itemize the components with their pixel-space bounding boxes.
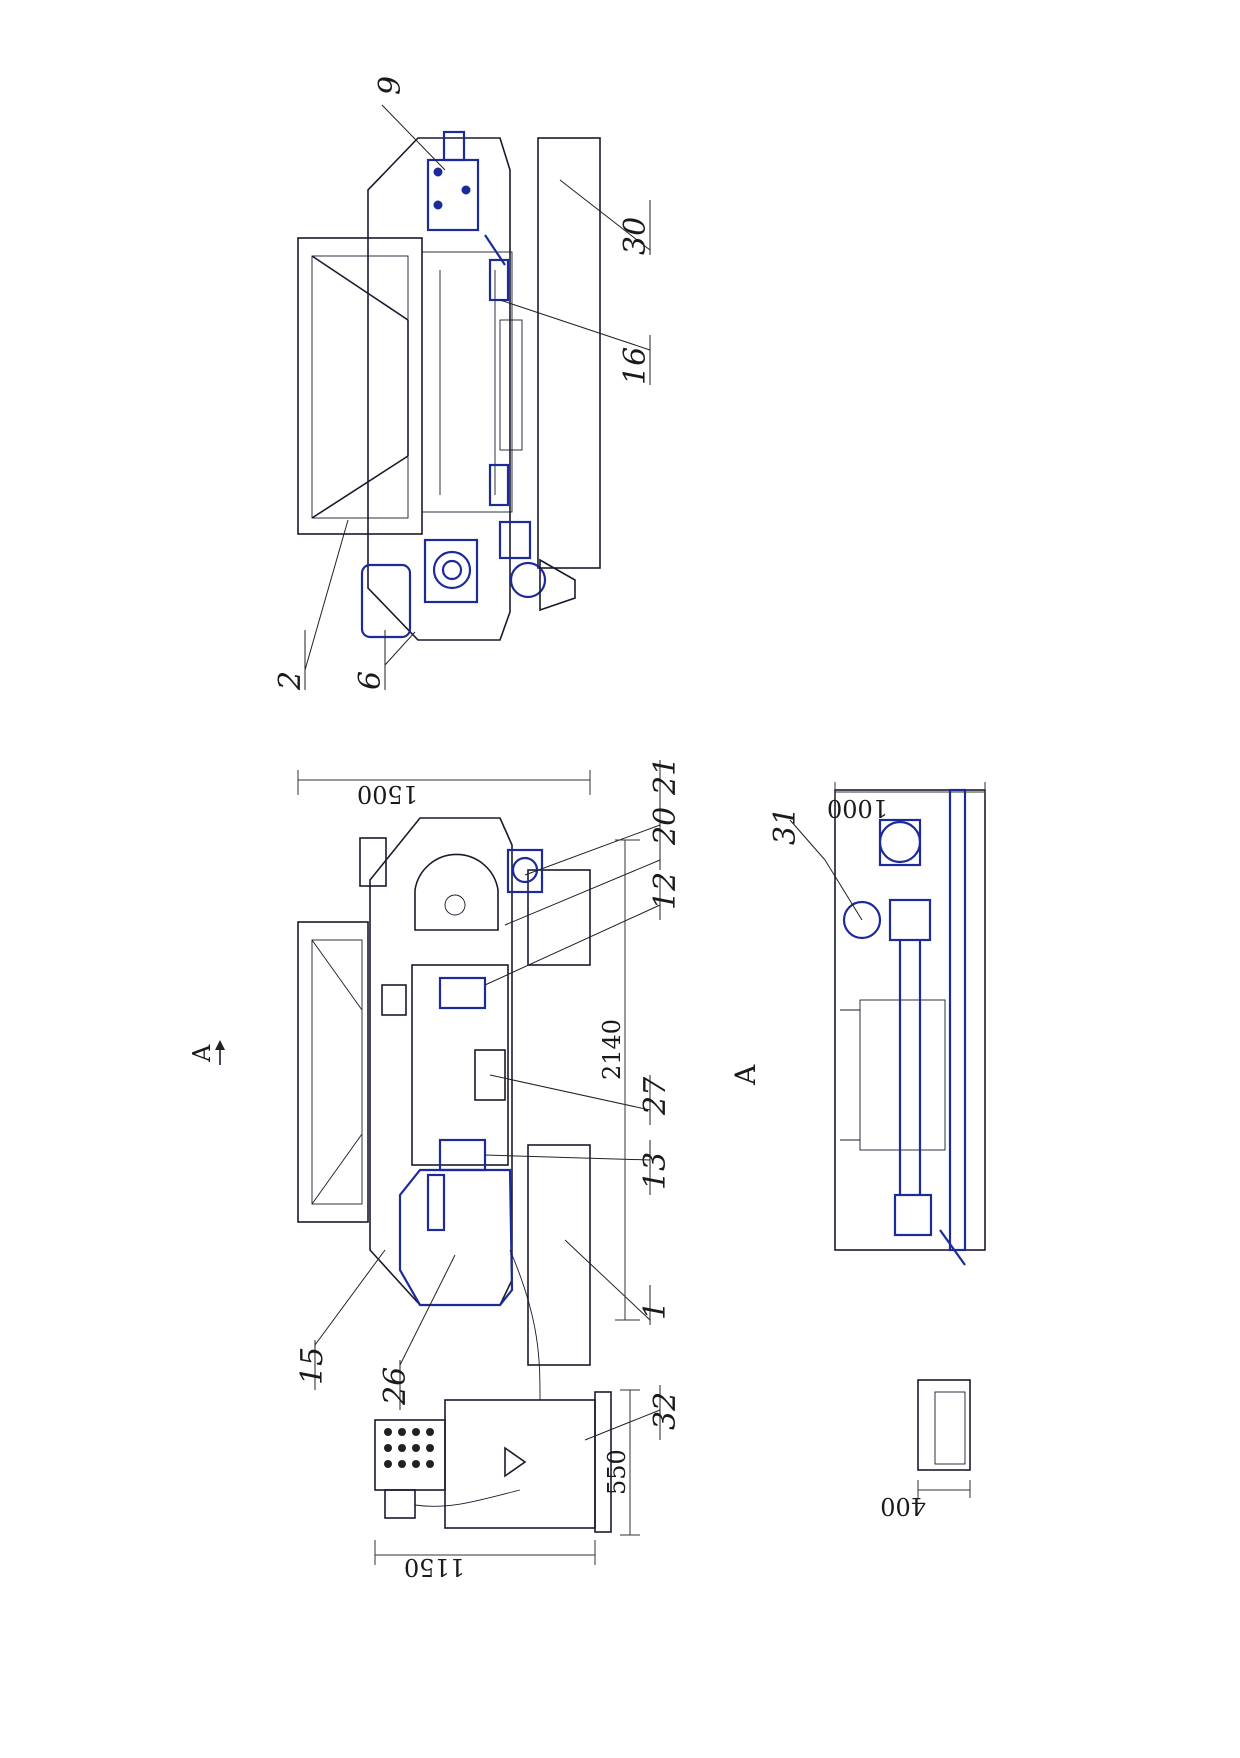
- callout-9: 9: [373, 76, 408, 95]
- rear-frame: [297, 921, 369, 1223]
- dimension-2140: 2140: [598, 1019, 626, 1080]
- warning-triangle-icon: [504, 1446, 527, 1478]
- gearbox: [423, 538, 479, 604]
- middle-view-callouts: 21 20 12 27 13 1 15 26 32: [295, 757, 683, 1441]
- callout-12: 12: [648, 872, 683, 910]
- base-block-30: [537, 137, 601, 569]
- pump-31: [878, 820, 922, 864]
- base-block-1: [527, 1144, 591, 1366]
- cabinet-body: [444, 1399, 596, 1529]
- callout-21: 21: [648, 757, 683, 796]
- unit-12: [438, 976, 487, 1010]
- callout-31: 31: [768, 807, 803, 845]
- top-view-callouts: 9 30 16 2 6: [273, 76, 653, 691]
- middle-view-dimensions: 1500 2140 550 1150: [297, 770, 640, 1581]
- main-housing-15: [369, 817, 513, 1306]
- dimension-1000: 1000: [827, 794, 888, 822]
- callout-13: 13: [638, 1152, 673, 1190]
- view-a-outline: [834, 789, 986, 1251]
- view-direction-marker: A A: [188, 1040, 762, 1086]
- motor-6: [360, 563, 412, 639]
- callout-1: 1: [638, 1301, 673, 1320]
- callout-26: 26: [378, 1367, 413, 1406]
- callout-30: 30: [618, 217, 653, 255]
- guide-16: [488, 258, 510, 302]
- middle-view-machine: [297, 817, 591, 1401]
- small-detail-block: 400: [880, 1379, 971, 1520]
- view-a-callouts: 31: [768, 807, 863, 921]
- dimension-400: 400: [880, 1492, 926, 1520]
- motor-21: [506, 848, 544, 894]
- work-zone: [411, 964, 509, 1166]
- view-a-dimensions: 1000: [827, 782, 986, 822]
- callout-32: 32: [648, 1392, 683, 1430]
- view-a-rail: [948, 788, 967, 1252]
- top-view-machine: [297, 130, 601, 641]
- callout-6: 6: [353, 671, 388, 690]
- callout-2: 2: [273, 671, 308, 691]
- callout-20: 20: [648, 807, 683, 846]
- callout-15: 15: [295, 1347, 330, 1385]
- upper-frame-2: [297, 237, 423, 535]
- view-arrow-label: A: [188, 1044, 216, 1063]
- callout-27: 27: [638, 1076, 673, 1116]
- view-label: A: [729, 1064, 762, 1086]
- control-cabinet-32: [374, 1391, 612, 1533]
- housing-outline: [367, 137, 511, 641]
- detail-block: [917, 1379, 971, 1471]
- drive-wheel: [414, 853, 499, 931]
- arrow-icon: [215, 1040, 225, 1050]
- cover-26: [398, 1168, 514, 1307]
- callout-16: 16: [618, 347, 653, 385]
- dimension-1500: 1500: [357, 780, 418, 808]
- dimension-1150: 1150: [404, 1553, 465, 1581]
- keypad-buttons: [384, 1428, 434, 1468]
- dimension-550: 550: [603, 1449, 631, 1495]
- panel-27: [474, 1049, 506, 1101]
- view-a-machine: [834, 788, 986, 1266]
